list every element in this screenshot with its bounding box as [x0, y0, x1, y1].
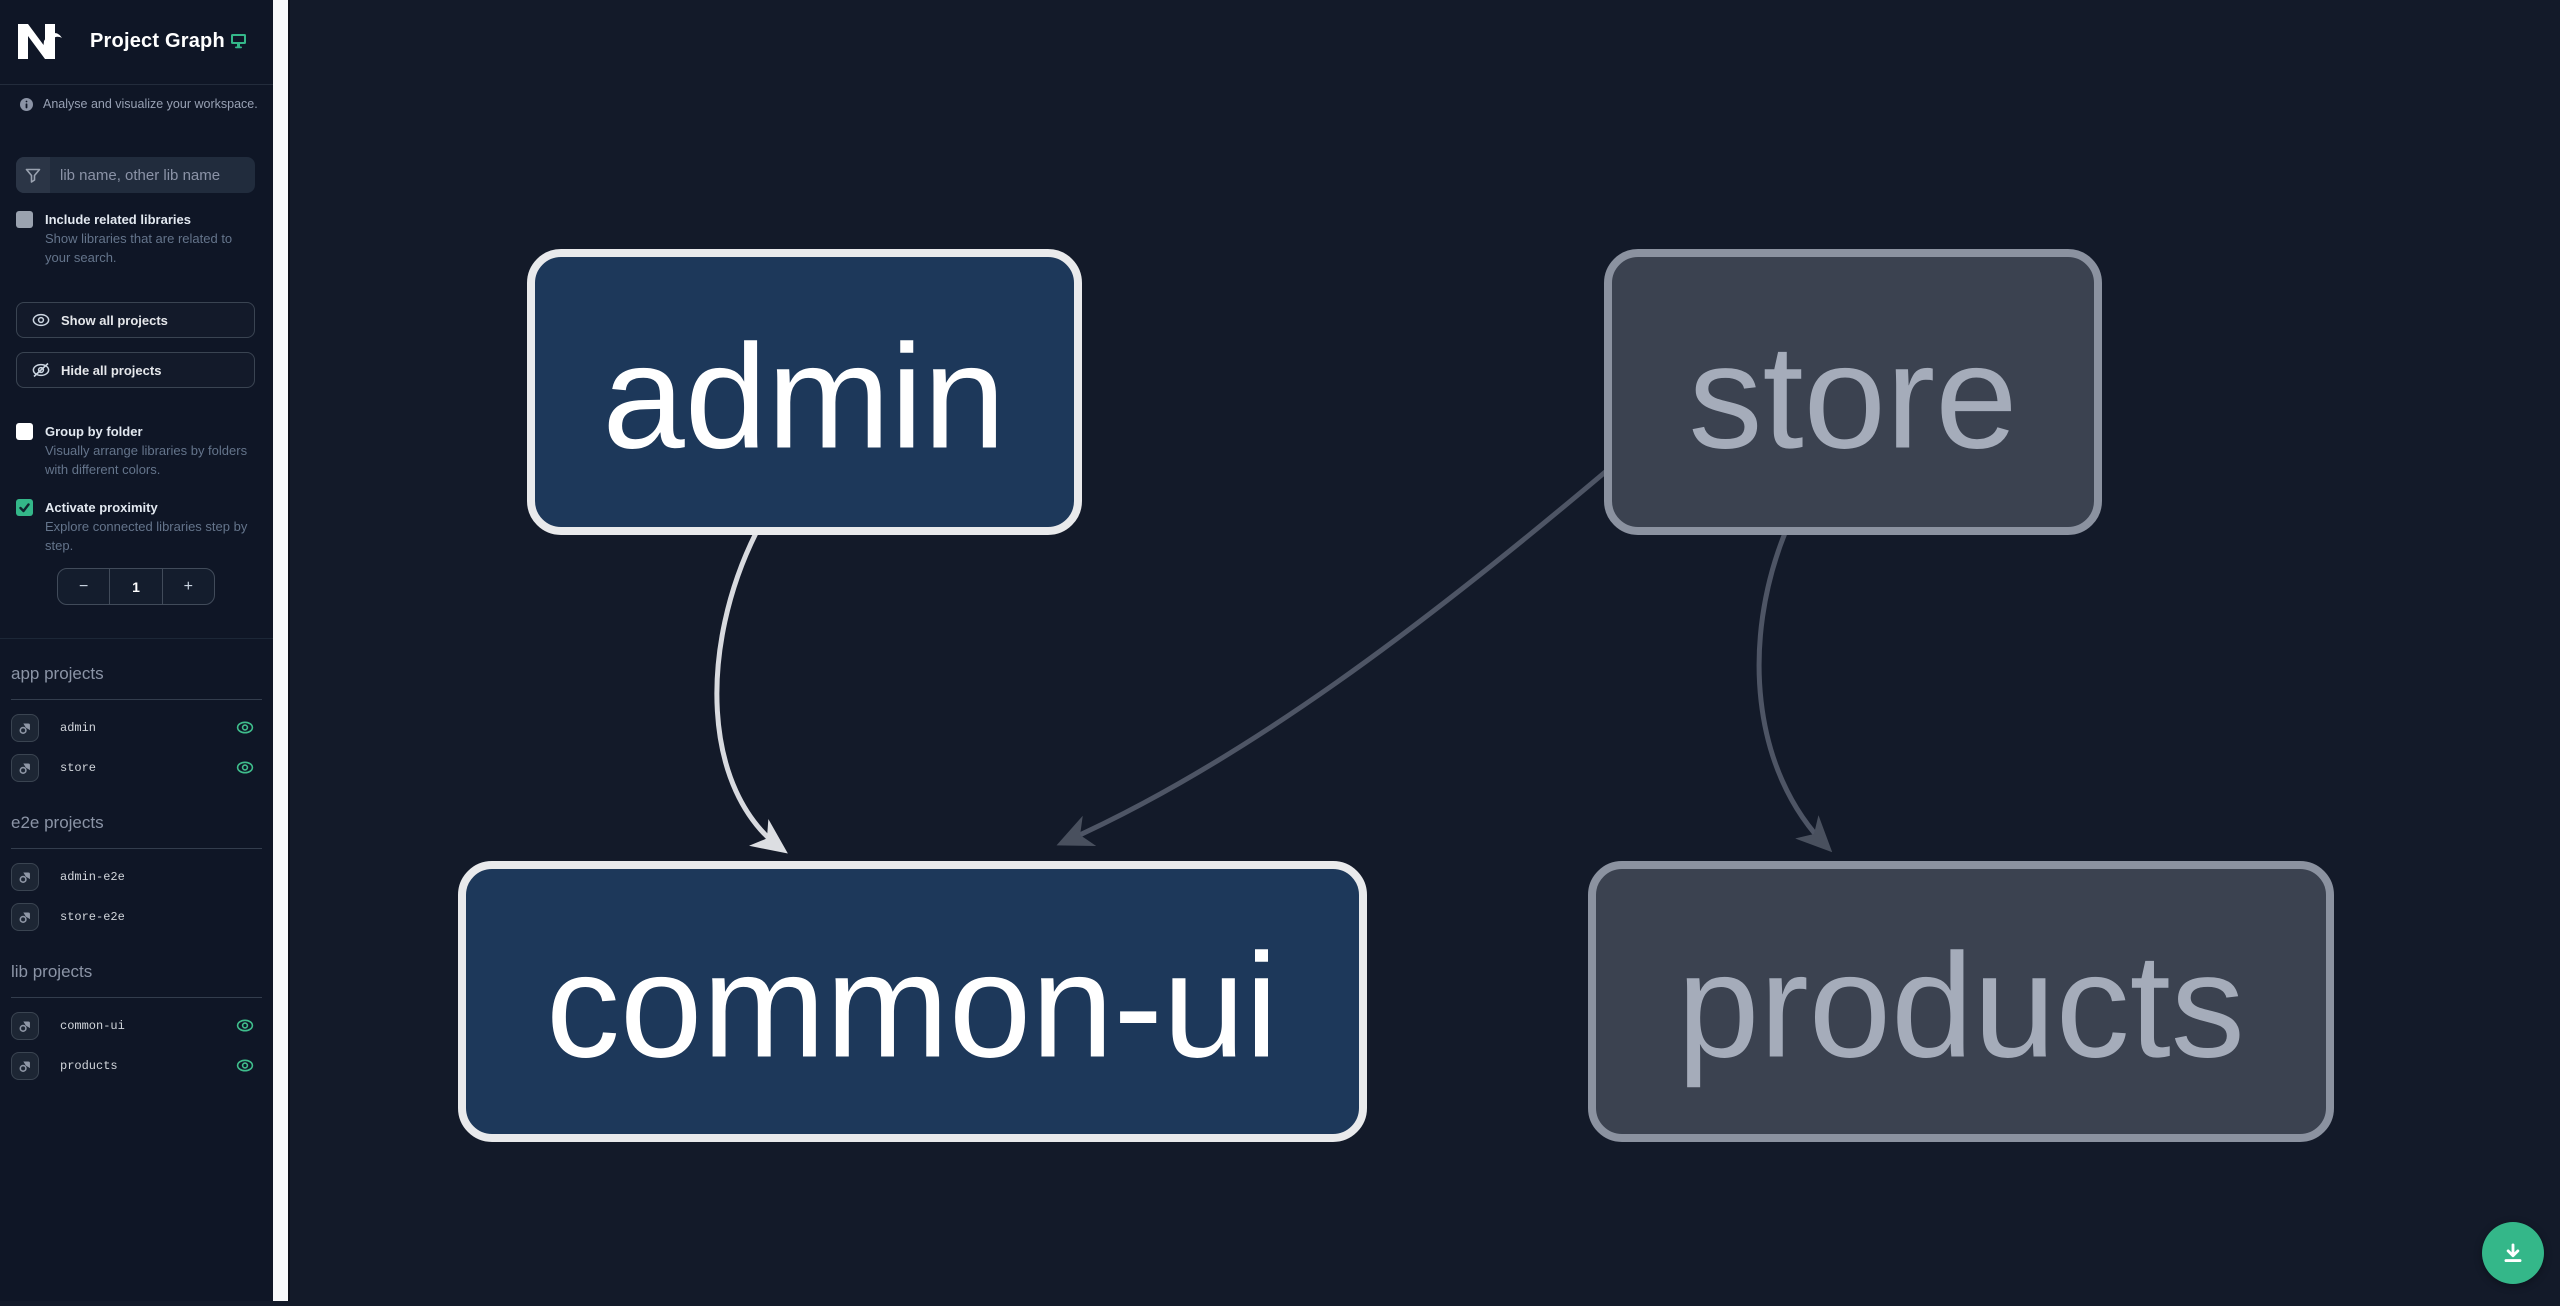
- graph-node-store[interactable]: store: [1604, 249, 2102, 535]
- eye-icon: [32, 313, 50, 327]
- graph-node-admin[interactable]: admin: [527, 249, 1082, 535]
- show-all-projects-button[interactable]: Show all projects: [16, 302, 255, 338]
- nx-logo-icon: [18, 24, 62, 59]
- filter-input[interactable]: [50, 157, 255, 193]
- focus-icon: [19, 1021, 30, 1032]
- node-label-common-ui: common-ui: [546, 924, 1278, 1089]
- sidebar-divider: [0, 638, 273, 639]
- project-name[interactable]: admin: [60, 721, 97, 735]
- show-all-projects-label: Show all projects: [61, 312, 168, 328]
- activate-proximity-description: Explore connected libraries step by step…: [45, 519, 248, 553]
- activate-proximity-label: Activate proximity: [45, 500, 158, 515]
- project-graph-canvas[interactable]: admin store common-ui products: [290, 0, 2560, 1301]
- hide-all-projects-button[interactable]: Hide all projects: [16, 352, 255, 388]
- subtitle-text: Analyse and visualize your workspace.: [43, 97, 258, 111]
- proximity-depth-value: 1: [109, 569, 161, 604]
- proximity-depth-stepper: − 1 +: [57, 568, 215, 605]
- focus-project-button[interactable]: [11, 1052, 39, 1080]
- graph-node-common-ui[interactable]: common-ui: [458, 861, 1367, 1142]
- hide-all-projects-label: Hide all projects: [61, 362, 162, 378]
- project-row-store: store: [0, 750, 273, 786]
- include-related-description: Show libraries that are related to your …: [45, 231, 233, 265]
- toggle-visibility-eye-icon[interactable]: [236, 720, 254, 736]
- increment-button[interactable]: +: [161, 569, 214, 604]
- project-name[interactable]: products: [60, 1059, 118, 1073]
- sidebar-header: Project Graph: [0, 0, 273, 85]
- focus-icon: [19, 723, 30, 734]
- edge-store-to-products[interactable]: [1756, 532, 1833, 853]
- project-row-admin: admin: [0, 710, 273, 746]
- group-by-folder-label: Group by folder: [45, 424, 143, 439]
- funnel-icon: [16, 157, 50, 193]
- group-by-folder-description: Visually arrange libraries by folders wi…: [45, 443, 248, 477]
- node-label-products: products: [1677, 924, 2245, 1089]
- toggle-visibility-eye-icon[interactable]: [236, 760, 254, 776]
- section-title-lib-projects: lib projects: [11, 962, 93, 981]
- section-rule: [11, 699, 262, 700]
- node-label-store: store: [1688, 315, 2017, 480]
- monitor-icon[interactable]: [230, 32, 247, 49]
- section-title-app-projects: app projects: [11, 664, 104, 683]
- activate-proximity-checkbox[interactable]: [16, 499, 33, 516]
- graph-node-products[interactable]: products: [1588, 861, 2334, 1142]
- group-by-folder-checkbox[interactable]: [16, 423, 33, 440]
- toggle-visibility-eye-icon[interactable]: [236, 1018, 254, 1034]
- focus-icon: [19, 1061, 30, 1072]
- focus-project-button[interactable]: [11, 863, 39, 891]
- app-title: Project Graph: [90, 30, 225, 52]
- project-row-common-ui: common-ui: [0, 1008, 273, 1044]
- download-image-button[interactable]: [2482, 1222, 2544, 1284]
- focus-project-button[interactable]: [11, 714, 39, 742]
- info-icon: [20, 97, 33, 111]
- project-name[interactable]: admin-e2e: [60, 870, 125, 884]
- include-related-checkbox[interactable]: [16, 211, 33, 228]
- activate-proximity-option: Activate proximity Explore connected lib…: [16, 498, 247, 555]
- focus-icon: [19, 763, 30, 774]
- focus-icon: [19, 872, 30, 883]
- section-rule: [11, 848, 262, 849]
- eye-slash-icon: [32, 362, 50, 378]
- edge-admin-to-common-ui[interactable]: [714, 531, 788, 854]
- filter-box: [16, 157, 255, 193]
- toggle-visibility-eye-icon[interactable]: [236, 1058, 254, 1074]
- project-name[interactable]: common-ui: [60, 1019, 125, 1033]
- project-row-store-e2e: store-e2e: [0, 899, 273, 935]
- edge-store-to-common-ui[interactable]: [1056, 466, 1612, 846]
- project-row-products: products: [0, 1048, 273, 1084]
- graph-svg: admin store common-ui products: [458, 249, 2334, 1142]
- project-name[interactable]: store-e2e: [60, 910, 125, 924]
- workspace-subtitle: Analyse and visualize your workspace.: [20, 97, 258, 111]
- section-title-e2e-projects: e2e projects: [11, 813, 104, 832]
- check-icon: [19, 503, 30, 513]
- node-label-admin: admin: [602, 315, 1005, 480]
- include-related-option: Include related libraries Show libraries…: [16, 210, 246, 267]
- focus-project-button[interactable]: [11, 903, 39, 931]
- project-name[interactable]: store: [60, 761, 97, 775]
- decrement-button[interactable]: −: [78, 577, 89, 595]
- focus-project-button[interactable]: [11, 754, 39, 782]
- focus-icon: [19, 912, 30, 923]
- group-by-folder-option: Group by folder Visually arrange librari…: [16, 422, 247, 479]
- include-related-label: Include related libraries: [45, 212, 191, 227]
- sidebar-resize-handle[interactable]: [273, 0, 290, 1301]
- project-row-admin-e2e: admin-e2e: [0, 859, 273, 895]
- focus-project-button[interactable]: [11, 1012, 39, 1040]
- download-icon: [2504, 1243, 2522, 1262]
- sidebar: Project Graph Analyse and visualize your…: [0, 0, 273, 1301]
- section-rule: [11, 997, 262, 998]
